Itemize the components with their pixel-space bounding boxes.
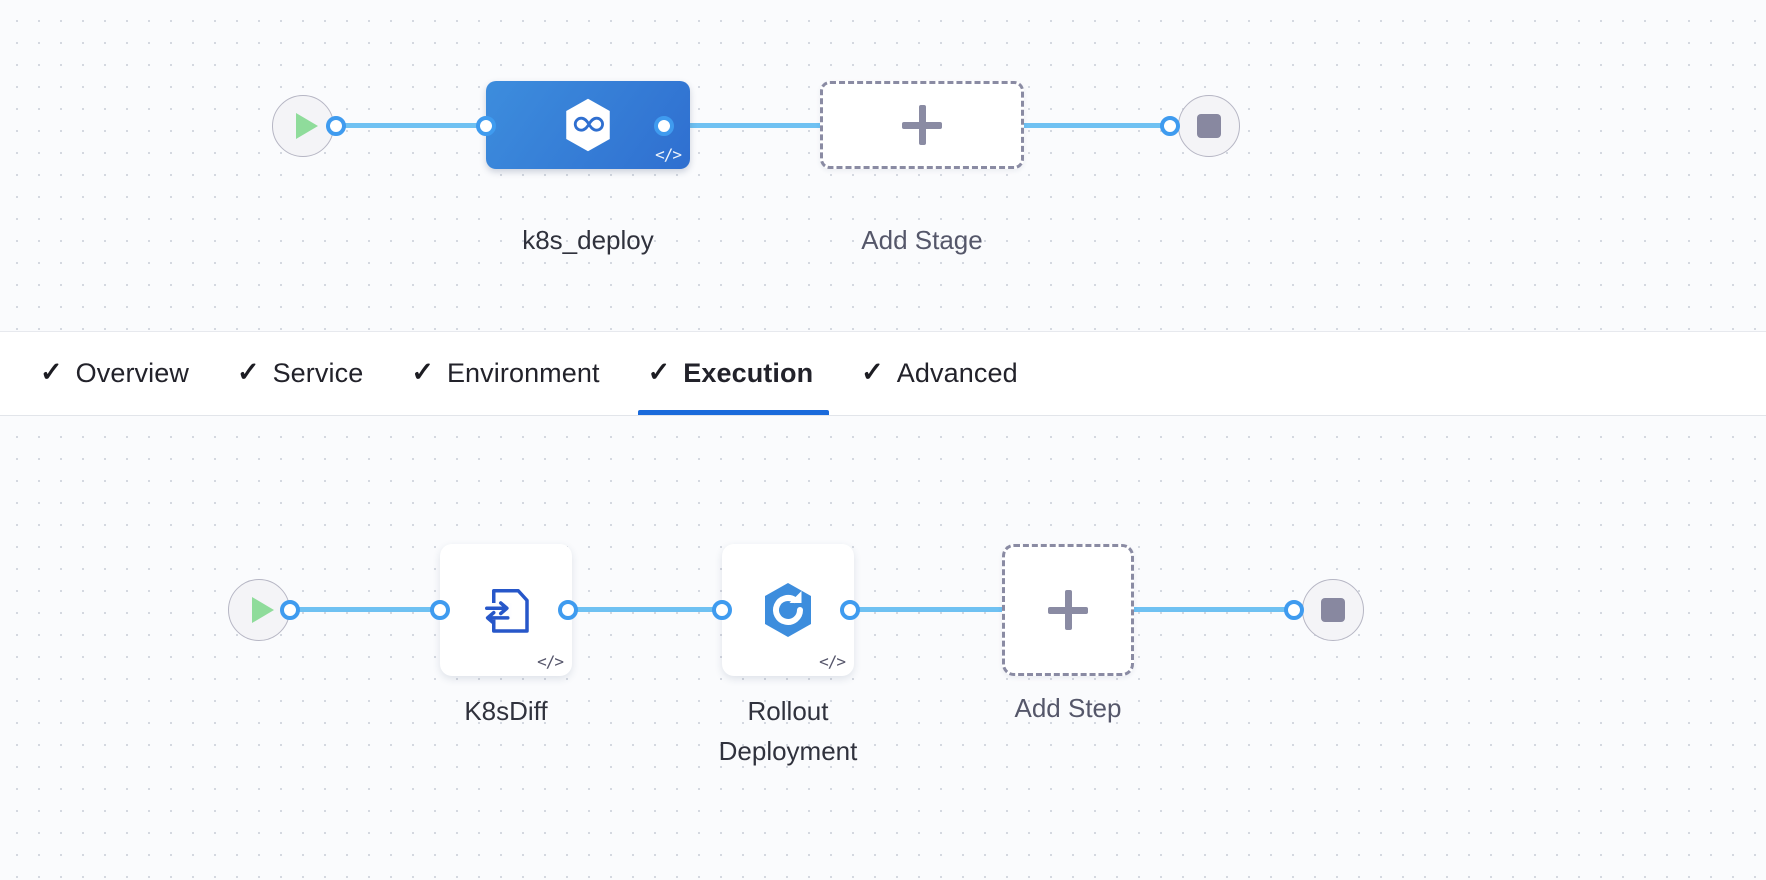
tab-environment-label: Environment — [446, 358, 600, 388]
step-node-rollout-right-port[interactable] — [840, 600, 860, 620]
step-start-node[interactable] — [228, 579, 290, 641]
step-node-rollout-left-port[interactable] — [712, 600, 732, 620]
check-icon: ✓ — [236, 357, 260, 387]
step-node-k8sdiff-right-port[interactable] — [558, 600, 578, 620]
stage-flow: </> k8s_deploy Add Stage — [0, 0, 1766, 331]
edge-add-stage-to-end — [990, 123, 1170, 128]
code-badge-icon: </> — [537, 652, 564, 671]
code-badge-icon: </> — [819, 652, 846, 671]
edge-k8s-deploy-to-add-stage — [664, 123, 830, 128]
stage-node-k8s-deploy-right-port[interactable] — [654, 116, 674, 136]
step-node-rollout-deployment[interactable]: </> — [722, 544, 854, 676]
tab-advanced-label: Advanced — [896, 358, 1018, 388]
step-flow: </> K8sDiff </> Rollout Deployment — [0, 416, 1766, 880]
rollout-hexagon-icon — [765, 583, 811, 637]
tab-execution-label: Execution — [683, 358, 814, 388]
tab-service[interactable]: ✓ Service — [227, 332, 401, 415]
stage-node-k8s-deploy-label: k8s_deploy — [522, 225, 654, 255]
check-icon: ✓ — [411, 357, 434, 387]
add-step-label: Add Step — [1014, 693, 1122, 723]
tab-execution[interactable]: ✓ Execution — [637, 332, 852, 415]
step-node-k8sdiff[interactable]: </> — [440, 544, 572, 676]
stage-start-node[interactable] — [272, 95, 334, 157]
step-start-port[interactable] — [280, 600, 300, 620]
pipeline-stages-canvas[interactable]: </> k8s_deploy Add Stage — [0, 0, 1766, 331]
edge-start-to-k8sdiff — [290, 607, 450, 612]
play-icon — [251, 597, 274, 623]
add-stage-label: Add Stage — [861, 225, 983, 255]
stage-config-tabs[interactable]: ✓ Overview ✓ Service ✓ Environment ✓ Exe… — [0, 331, 1766, 416]
check-icon: ✓ — [647, 357, 671, 387]
tab-overview-label: Overview — [75, 358, 189, 388]
check-icon: ✓ — [861, 357, 884, 387]
step-node-k8sdiff-label: K8sDiff — [464, 696, 548, 726]
tab-advanced[interactable]: ✓ Advanced — [851, 332, 1056, 415]
step-node-rollout-deployment-label: Rollout Deployment — [718, 696, 858, 767]
step-node-k8sdiff-left-port[interactable] — [430, 600, 450, 620]
harness-cd-hexagon-icon — [566, 98, 610, 152]
edge-rollout-to-add-step — [850, 607, 1012, 612]
stage-node-k8s-deploy-left-port[interactable] — [476, 116, 496, 136]
tab-overview[interactable]: ✓ Overview — [30, 332, 227, 415]
tab-environment[interactable]: ✓ Environment — [401, 332, 637, 415]
add-stage-button[interactable] — [820, 81, 1024, 169]
add-step-button[interactable] — [1002, 544, 1134, 676]
step-end-node[interactable] — [1302, 579, 1364, 641]
plus-icon — [902, 105, 942, 145]
tab-service-label: Service — [272, 358, 364, 388]
play-icon — [295, 113, 318, 139]
edge-add-step-to-end — [1128, 607, 1294, 612]
check-icon: ✓ — [40, 357, 63, 387]
plus-icon — [1048, 590, 1088, 630]
code-badge-icon: </> — [655, 145, 682, 164]
stage-end-port[interactable] — [1160, 116, 1180, 136]
stop-icon — [1197, 114, 1221, 138]
stop-icon — [1321, 598, 1345, 622]
stage-end-node[interactable] — [1178, 95, 1240, 157]
edge-start-to-k8s-deploy — [336, 123, 494, 128]
stage-start-port[interactable] — [326, 116, 346, 136]
diff-document-icon — [485, 589, 529, 633]
execution-steps-canvas[interactable]: </> K8sDiff </> Rollout Deployment — [0, 416, 1766, 880]
edge-k8sdiff-to-rollout — [568, 607, 730, 612]
step-end-port[interactable] — [1284, 600, 1304, 620]
